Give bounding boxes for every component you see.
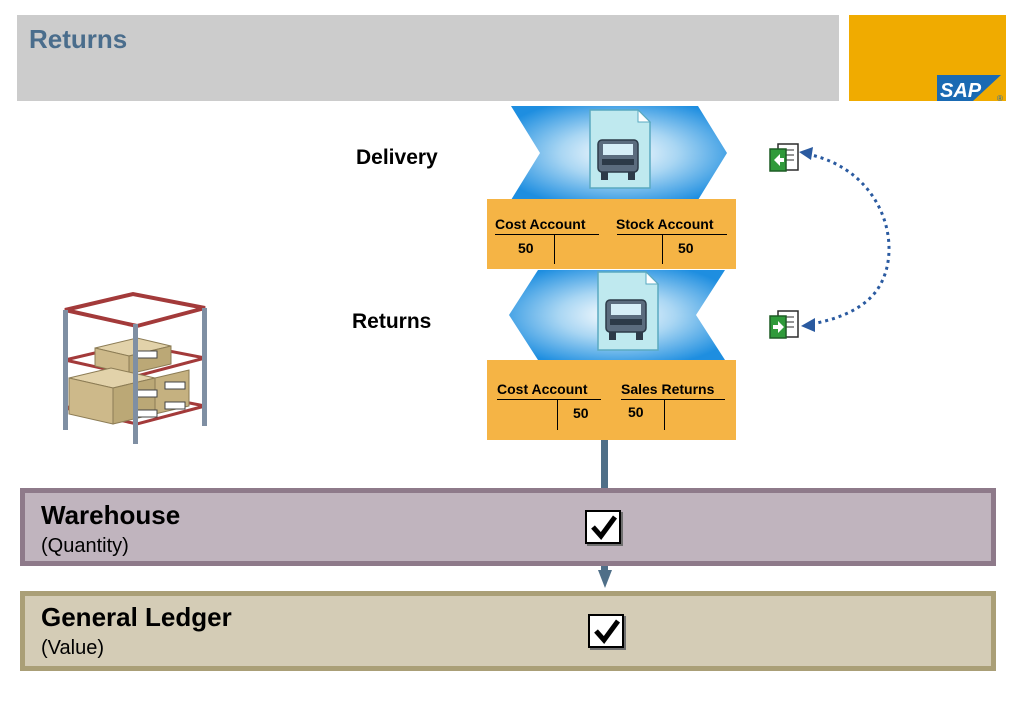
ledger-title: General Ledger [41,602,232,632]
ledger-band: General Ledger (Value) [20,591,996,671]
t-account-rule [497,399,601,400]
account-debit: 50 [518,240,534,256]
delivery-chevron [511,106,727,200]
warehouse-band: Warehouse (Quantity) [20,488,996,566]
t-account-rule [664,400,665,430]
ledger-checkbox [588,614,624,648]
t-account-rule [662,235,663,264]
returns-truck-document-icon [597,270,660,351]
account-credit: 50 [678,240,694,256]
t-account-rule [554,235,555,264]
returns-chevron [509,270,725,360]
account-debit: 50 [628,404,644,420]
account-name: Cost Account [497,381,588,397]
sap-logo-icon: SAP ® [937,75,1003,103]
account-name: Sales Returns [621,381,715,397]
document-forward-icon [769,143,799,172]
sap-logo-registered-mark: ® [997,94,1003,103]
checkmark-icon [594,619,621,644]
header-bar: Returns [17,15,839,101]
warehouse-title: Warehouse [41,500,181,530]
checkmark-icon [591,515,618,540]
t-account-rule [557,400,558,430]
step-label-delivery: Delivery [356,146,438,169]
account-name: Cost Account [495,216,586,232]
account-name: Stock Account [616,216,714,232]
t-account-rule [617,234,727,235]
t-account-rule [495,234,599,235]
document-return-icon [769,310,799,339]
warehouse-shelf-icon [63,291,207,444]
sap-logo: SAP ® [849,15,1006,103]
t-account-delivery: Cost Account 50 Stock Account 50 [487,199,736,269]
warehouse-subtitle: (Quantity) [41,535,129,557]
account-credit: 50 [573,405,589,421]
t-account-rule [621,399,725,400]
warehouse-checkbox [585,510,621,544]
step-label-returns: Returns [352,310,432,333]
delivery-truck-document-icon [589,108,652,189]
ledger-subtitle: (Value) [41,637,104,659]
t-account-returns: Cost Account 50 Sales Returns 50 [487,360,736,440]
document-link-arrow [799,147,891,332]
sap-logo-text: SAP [940,80,982,102]
page-title: Returns [29,24,128,54]
